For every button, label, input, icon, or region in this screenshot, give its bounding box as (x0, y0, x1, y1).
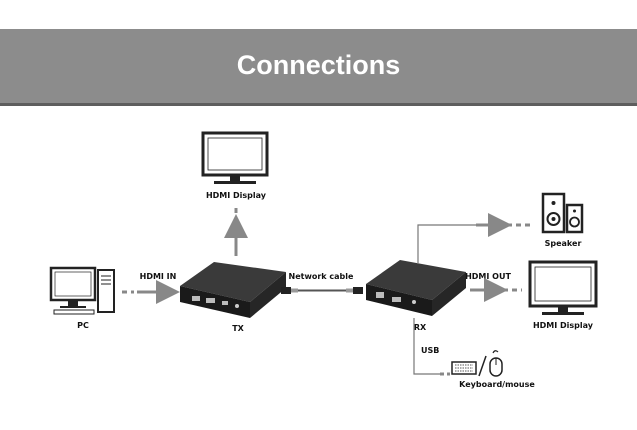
hdmi-display-top-icon (201, 131, 269, 184)
tx-label: TX (232, 324, 244, 333)
keyboard-mouse-label: Keyboard/mouse (459, 380, 535, 389)
speaker-icon (541, 192, 584, 234)
tx-device-icon (180, 262, 286, 318)
usb-label: USB (421, 346, 439, 355)
keyboard-icon (451, 361, 477, 375)
network-cable-label: Network cable (289, 272, 354, 281)
hdmi-out-label: HDMI OUT (465, 272, 511, 281)
rx-label: RX (414, 323, 427, 332)
hdmi-display-top-label: HDMI Display (206, 191, 267, 200)
hdmi-display-right-icon (528, 260, 598, 315)
network-cable-icon (281, 287, 363, 294)
pc-label: PC (77, 321, 89, 330)
rx-device-icon (366, 260, 466, 316)
hdmi-in-label: HDMI IN (140, 272, 177, 281)
hdmi-display-right-label: HDMI Display (533, 321, 594, 330)
mouse-icon (489, 350, 503, 377)
line-rx-to-usb (413, 318, 440, 375)
page-title: Connections (236, 50, 401, 80)
speaker-label: Speaker (545, 239, 582, 248)
line-rx-to-speaker (417, 224, 476, 264)
header-banner: Connections (0, 29, 637, 106)
slash-divider (478, 355, 487, 377)
pc-icon (49, 266, 115, 315)
